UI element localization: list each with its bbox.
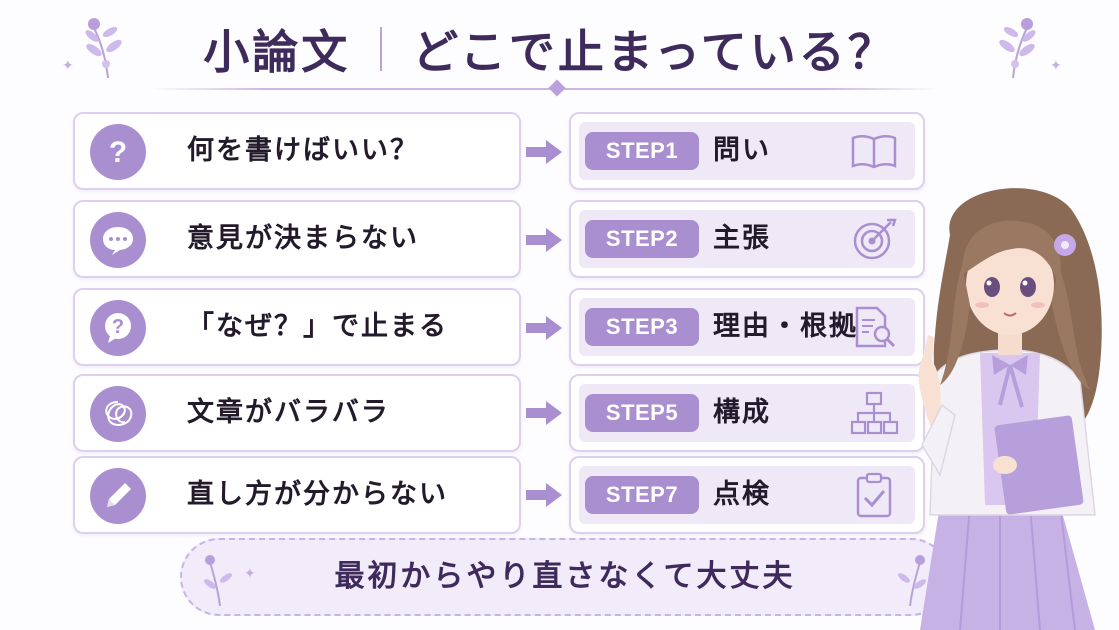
step-card: STEP7 点検 — [569, 456, 925, 534]
problem-card: 意見が決まらない — [73, 200, 521, 278]
sparkle-icon: ✦ — [1050, 58, 1062, 74]
title-sub: どこで止まっている？ — [412, 25, 897, 79]
tangle-icon — [90, 386, 146, 442]
hierarchy-icon — [850, 391, 899, 435]
title-underline — [150, 88, 940, 90]
question-bubble-icon: ? — [90, 300, 146, 356]
flower-sprig-icon — [898, 555, 926, 607]
step-badge: STEP3 — [585, 308, 699, 346]
problem-card: 文章がバラバラ — [73, 374, 521, 452]
step-card: STEP5 構成 — [569, 374, 925, 452]
step-badge: STEP7 — [585, 476, 699, 514]
step-name: 主張 — [713, 223, 771, 254]
step-name: 問い — [713, 135, 771, 166]
document-search-icon — [855, 306, 896, 348]
arrow-right-icon — [526, 483, 562, 507]
arrow-right-icon — [526, 228, 562, 252]
step-badge: STEP5 — [585, 394, 699, 432]
arrow-right-icon — [526, 401, 562, 425]
arrow-right-icon — [526, 140, 562, 164]
svg-text:?: ? — [112, 316, 124, 338]
problem-label: 直し方が分からない — [187, 479, 448, 510]
svg-text:?: ? — [109, 136, 127, 169]
target-icon — [853, 218, 897, 260]
step-badge: STEP1 — [585, 132, 699, 170]
book-icon — [851, 135, 897, 169]
page-title: 小論文 どこで止まっている？ — [165, 14, 935, 84]
reassurance-banner: ✦ 最初からやり直さなくて大丈夫 — [180, 538, 950, 616]
reassurance-message: 最初からやり直さなくて大丈夫 — [334, 559, 796, 594]
step-name: 構成 — [713, 397, 771, 428]
sparkle-icon: ✦ — [62, 58, 74, 74]
arrow-right-icon — [526, 316, 562, 340]
problem-label: 意見が決まらない — [187, 223, 419, 254]
question-icon: ? — [90, 124, 146, 180]
right-flower-sprig-icon — [999, 18, 1036, 79]
clipboard-check-icon — [856, 472, 892, 518]
step-card: STEP3 理由・根拠 — [569, 288, 925, 366]
title-main: 小論文 — [203, 25, 351, 79]
step-name: 理由・根拠 — [713, 311, 858, 342]
step-name: 点検 — [713, 479, 771, 510]
flower-sprig-icon — [204, 555, 232, 607]
problem-card: ? 「なぜ？」で止まる — [73, 288, 521, 366]
step-badge: STEP2 — [585, 220, 699, 258]
speech-bubble-icon — [90, 212, 146, 268]
left-flower-sprig-icon — [85, 18, 122, 79]
problem-label: 文章がバラバラ — [187, 397, 390, 428]
title-area: ✦ 小論文 どこで止まっている？ ✦ — [0, 14, 1119, 97]
problem-card: 直し方が分からない — [73, 456, 521, 534]
problem-card: ? 何を書けばいい？ — [73, 112, 521, 190]
step-card: STEP2 主張 — [569, 200, 925, 278]
step-card: STEP1 問い — [569, 112, 925, 190]
teacher-illustration — [918, 188, 1102, 630]
problem-label: 「なぜ？」で止まる — [187, 311, 448, 342]
pencil-icon — [90, 468, 146, 524]
title-divider — [380, 27, 383, 71]
problem-label: 何を書けばいい？ — [187, 135, 419, 166]
sparkle-icon: ✦ — [244, 566, 256, 582]
